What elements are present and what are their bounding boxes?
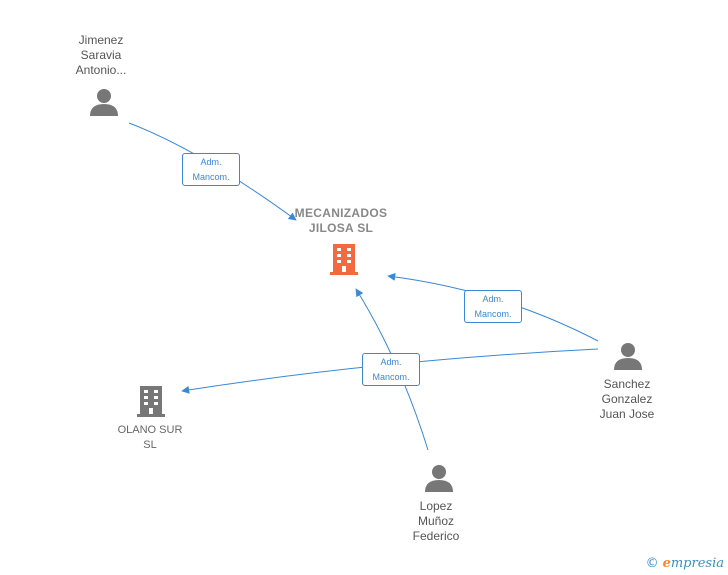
jimenez-label[interactable]: Jimenez Saravia Antonio... (51, 33, 151, 78)
building-icon[interactable] (135, 384, 167, 418)
edge-role-line1: Adm. (380, 357, 402, 367)
sanchez-name-line2: Gonzalez (601, 392, 653, 406)
building-icon[interactable] (328, 242, 360, 276)
edge-role-line2: Mancom. (474, 309, 512, 319)
edge-role-line1: Adm. (482, 294, 504, 304)
sanchez-name-line3: Juan Jose (599, 407, 655, 421)
lopez-name-line2: Muñoz (417, 514, 455, 528)
lopez-name-line1: Lopez (419, 499, 453, 513)
lopez-label[interactable]: Lopez Muñoz Federico (386, 499, 486, 544)
person-icon[interactable] (613, 341, 643, 371)
sanchez-name-line1: Sanchez (603, 377, 651, 391)
person-icon[interactable] (89, 87, 119, 117)
brand-first-letter: e (662, 556, 671, 571)
edge-role-line2: Mancom. (192, 172, 230, 182)
person-icon[interactable] (424, 463, 454, 493)
olano-name-line2: SL (143, 439, 157, 451)
olano-sur-label[interactable]: OLANO SUR SL (100, 423, 200, 453)
jimenez-name-line2: Saravia (80, 48, 122, 62)
main-company-name-line1: MECANIZADOS (294, 206, 388, 220)
empresia-logo[interactable]: ©empresia (646, 556, 724, 571)
jimenez-name-line3: Antonio... (75, 63, 127, 77)
edge-role-line2: Mancom. (372, 372, 410, 382)
edge-role-box-lopez[interactable]: Adm. Mancom. (362, 353, 420, 386)
edge-role-line1: Adm. (200, 157, 222, 167)
edge-role-box-jimenez[interactable]: Adm. Mancom. (182, 153, 240, 186)
jimenez-name-line1: Jimenez (78, 33, 124, 47)
main-company-label[interactable]: MECANIZADOS JILOSA SL (281, 206, 401, 236)
main-company-name-line2: JILOSA SL (308, 221, 374, 235)
lopez-name-line3: Federico (412, 529, 460, 543)
sanchez-label[interactable]: Sanchez Gonzalez Juan Jose (577, 377, 677, 422)
brand-name-rest: mpresia (670, 556, 724, 571)
copyright-symbol: © (645, 556, 659, 571)
edge-role-box-sanchez[interactable]: Adm. Mancom. (464, 290, 522, 323)
olano-name-line1: OLANO SUR (117, 424, 183, 436)
